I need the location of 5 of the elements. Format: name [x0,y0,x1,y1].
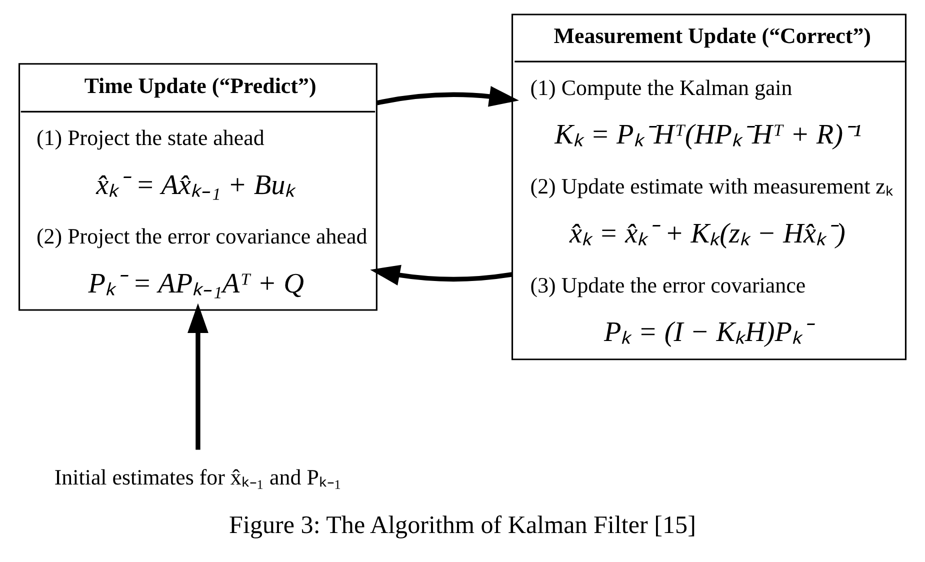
arrow [188,303,208,450]
node-text: Initial estimates for x̂ₖ₋₁ and Pₖ₋₁ [54,464,342,490]
caption: Figure 3: The Algorithm of Kalman Filter [15] [229,512,696,540]
arrow [376,86,520,107]
arrow [370,264,512,286]
